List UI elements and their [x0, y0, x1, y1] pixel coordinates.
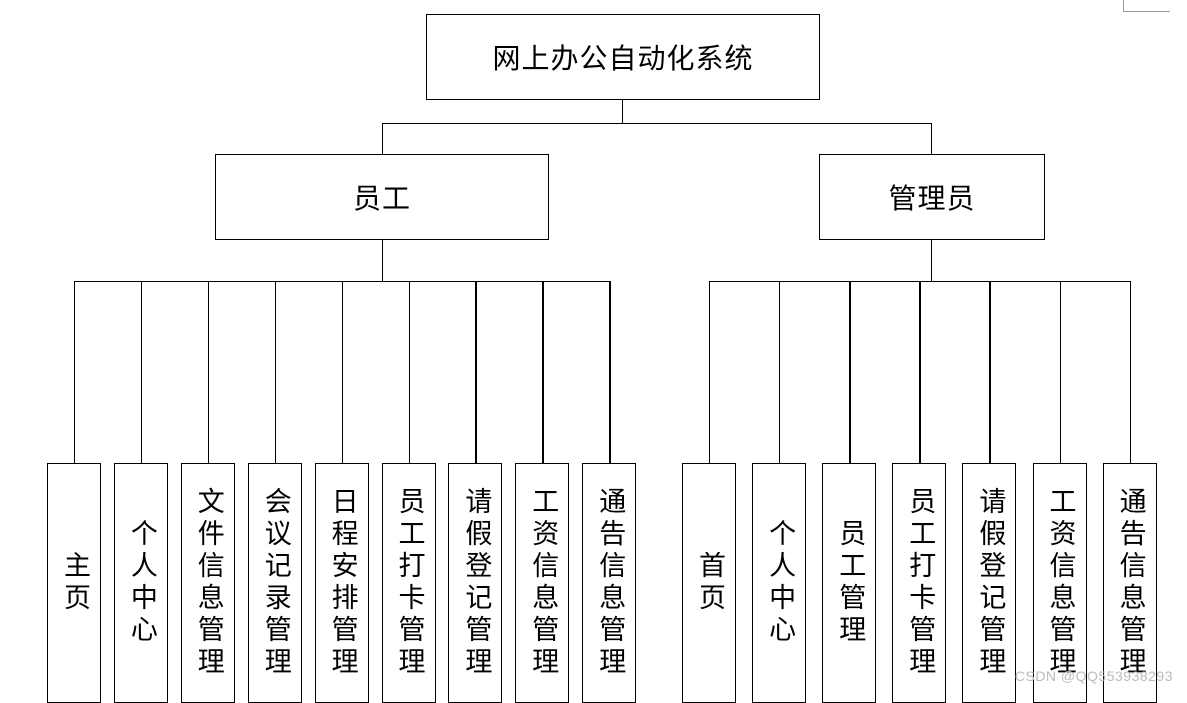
- child-node-label: 主页: [59, 551, 90, 615]
- connector-to-child: [609, 281, 611, 463]
- child-node: 文件信息管理: [180, 463, 235, 703]
- child-node: 工资信息管理: [515, 463, 570, 703]
- connector-to-admin: [931, 123, 933, 154]
- connector-to-child: [274, 281, 277, 463]
- connector-to-child: [140, 281, 143, 463]
- watermark: CSDN @QQ553938293: [1014, 668, 1173, 684]
- child-node-label: 员工管理: [834, 519, 866, 647]
- child-node-label: 员工打卡管理: [393, 487, 425, 679]
- root-node: 网上办公自动化系统: [426, 14, 820, 100]
- child-node-label: 个人中心: [764, 519, 796, 647]
- child-node-label: 通告信息管理: [594, 487, 626, 679]
- child-node: 会议记录管理: [247, 463, 302, 703]
- child-node-label: 请假登记管理: [974, 487, 1006, 679]
- child-node-label: 个人中心: [125, 519, 157, 647]
- child-node: 通告信息管理: [582, 463, 637, 703]
- child-node: 请假登记管理: [448, 463, 503, 703]
- branch-node-label: 员工: [352, 182, 411, 215]
- child-node: 员工打卡管理: [892, 463, 947, 703]
- child-node-label: 工资信息管理: [1044, 487, 1076, 679]
- connector-root-down: [622, 100, 624, 124]
- connector-to-child: [709, 281, 711, 463]
- connector-to-child: [1129, 281, 1131, 463]
- connector-to-child: [341, 281, 343, 463]
- connector-to-child: [475, 281, 477, 463]
- child-node: 员工管理: [822, 463, 877, 703]
- branch-node-admin: 管理员: [819, 154, 1045, 240]
- connector-to-child: [408, 281, 410, 463]
- connector-to-child: [779, 281, 781, 463]
- child-node-label: 工资信息管理: [527, 487, 559, 679]
- child-node: 个人中心: [752, 463, 807, 703]
- child-node-label: 首页: [694, 551, 725, 615]
- child-node: 工资信息管理: [1032, 463, 1087, 703]
- child-node: 个人中心: [113, 463, 168, 703]
- connector-to-employee: [382, 123, 384, 154]
- branch-node-label: 管理员: [888, 182, 976, 215]
- branch-node-employee: 员工: [215, 154, 549, 240]
- child-node-label: 文件信息管理: [192, 487, 224, 679]
- child-node-label: 日程安排管理: [326, 487, 358, 679]
- child-node-label: 会议记录管理: [259, 487, 291, 679]
- child-node-label: 员工打卡管理: [904, 487, 936, 679]
- child-node: 日程安排管理: [314, 463, 369, 703]
- connector-to-child: [1059, 281, 1061, 463]
- connector-to-child: [919, 281, 921, 463]
- connector-root-bus: [382, 123, 932, 125]
- child-node: 员工打卡管理: [381, 463, 436, 703]
- child-node: 主页: [47, 463, 101, 703]
- connector-to-child: [542, 281, 544, 463]
- connector-to-child: [207, 281, 210, 463]
- child-node: 通告信息管理: [1102, 463, 1157, 703]
- child-node: 首页: [682, 463, 736, 703]
- connector-branch-down: [382, 240, 384, 281]
- connector-to-child: [849, 281, 851, 463]
- child-node-label: 请假登记管理: [460, 487, 492, 679]
- connector-to-child: [74, 281, 76, 463]
- root-node-label: 网上办公自动化系统: [492, 42, 754, 75]
- connector-branch-down: [931, 240, 933, 281]
- connector-to-child: [989, 281, 991, 463]
- corner-mark: [1123, 0, 1170, 12]
- child-node-label: 通告信息管理: [1114, 487, 1146, 679]
- child-node: 请假登记管理: [962, 463, 1017, 703]
